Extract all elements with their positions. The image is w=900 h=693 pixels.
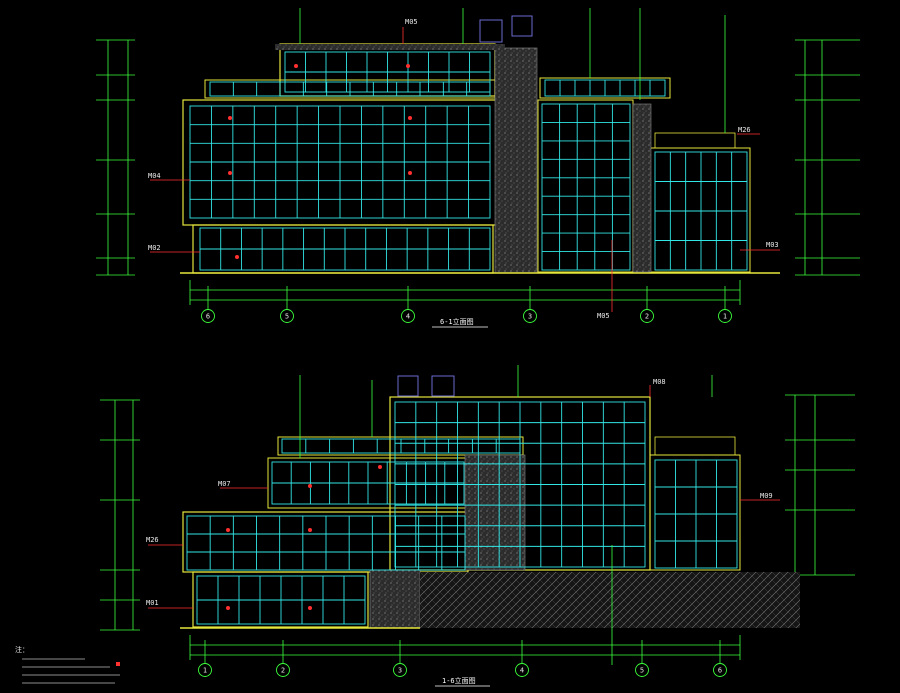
tag-m01: M01 xyxy=(146,599,159,607)
grid-tall-block xyxy=(394,401,646,568)
notes-header: 注： xyxy=(15,645,29,654)
leader-lines-bottom xyxy=(299,365,713,665)
level-marks-right-top xyxy=(795,39,860,276)
elevation-1-6: 1 2 3 4 5 6 1-6立面图 M08 M07 M09 M26 M01 xyxy=(15,365,855,687)
tag-m09: M09 xyxy=(760,492,773,500)
top-axis-label-6: 1 xyxy=(723,313,727,321)
bottom-axis-bubble-6 xyxy=(713,663,727,677)
tag-m05-bottom: M05 xyxy=(597,312,610,320)
top-axis-label-3: 4 xyxy=(406,313,410,321)
callout-tags-bottom: M08 M07 M09 M26 M01 xyxy=(146,378,780,609)
tag-m26-top: M26 xyxy=(738,126,751,134)
top-axis-bubble-4 xyxy=(523,309,537,323)
grid-east-parapet xyxy=(544,79,666,97)
tag-m08: M08 xyxy=(653,378,666,386)
grid-main-lower xyxy=(199,227,491,271)
dimension-line-bottom xyxy=(189,635,741,660)
top-axis-label-2: 5 xyxy=(285,313,289,321)
bottom-axis-bubble-5 xyxy=(635,663,649,677)
grid-mid-terrace xyxy=(271,461,465,505)
grid-end-block xyxy=(654,151,748,271)
top-axis-bubble-1 xyxy=(201,309,215,323)
notes-text-lines xyxy=(22,658,120,684)
building-mass-bottom xyxy=(180,375,800,629)
grid-ground-floor xyxy=(196,575,366,625)
tag-m04: M04 xyxy=(148,172,161,180)
grid-penthouse xyxy=(284,51,491,93)
axis-bubbles-top: 6 5 4 3 2 1 xyxy=(201,286,732,323)
bottom-axis-label-2: 2 xyxy=(281,667,285,675)
elevation-title-bottom: 1-6立面图 xyxy=(442,676,476,685)
grid-main-upper xyxy=(189,105,491,219)
elevation-6-1: 6 5 4 3 2 1 6-1立面图 M05 M04 M02 M26 M03 M05 xyxy=(96,8,860,328)
red-markers-bottom xyxy=(226,465,382,610)
red-markers-top xyxy=(228,64,412,259)
bottom-axis-label-1: 1 xyxy=(203,667,207,675)
grid-end-block-b xyxy=(654,459,738,569)
bottom-axis-label-5: 5 xyxy=(640,667,644,675)
top-axis-label-1: 6 xyxy=(206,313,210,321)
callout-tags-top: M05 M04 M02 M26 M03 M05 xyxy=(148,18,780,320)
tag-m05-top: M05 xyxy=(405,18,418,26)
axis-bubbles-bottom: 1 2 3 4 5 6 xyxy=(198,640,727,677)
elevation-title-top: 6-1立面图 xyxy=(440,317,474,326)
leader-lines-top xyxy=(299,8,726,133)
grid-second-floor xyxy=(186,515,466,571)
level-marks-left-top xyxy=(96,39,135,276)
bottom-axis-bubble-3 xyxy=(393,663,407,677)
bottom-axis-label-6: 6 xyxy=(718,667,722,675)
top-axis-bubble-5 xyxy=(640,309,654,323)
top-axis-label-4: 3 xyxy=(528,313,532,321)
tag-m07: M07 xyxy=(218,480,231,488)
top-axis-bubble-3 xyxy=(401,309,415,323)
curtain-wall-grid-top xyxy=(189,51,748,271)
tag-m26-bottom: M26 xyxy=(146,536,159,544)
bottom-axis-bubble-2 xyxy=(276,663,290,677)
bottom-axis-bubble-1 xyxy=(198,663,212,677)
grid-east-block xyxy=(541,103,631,271)
notes-red-marker xyxy=(116,662,120,666)
top-axis-bubble-2 xyxy=(280,309,294,323)
bottom-axis-label-4: 4 xyxy=(520,667,524,675)
grid-upper-parapet xyxy=(281,438,521,454)
level-marks-right-bottom xyxy=(785,394,855,576)
bottom-axis-bubble-4 xyxy=(515,663,529,677)
building-mass-top xyxy=(180,15,780,274)
level-marks-left-bottom xyxy=(100,399,140,631)
dimension-line-top xyxy=(189,280,741,305)
curtain-wall-grid-bottom xyxy=(186,401,738,625)
top-axis-bubble-6 xyxy=(718,309,732,323)
tag-m03: M03 xyxy=(766,241,779,249)
top-axis-label-5: 2 xyxy=(645,313,649,321)
tag-m02: M02 xyxy=(148,244,161,252)
bottom-axis-label-3: 3 xyxy=(398,667,402,675)
grid-parapet xyxy=(209,81,491,97)
